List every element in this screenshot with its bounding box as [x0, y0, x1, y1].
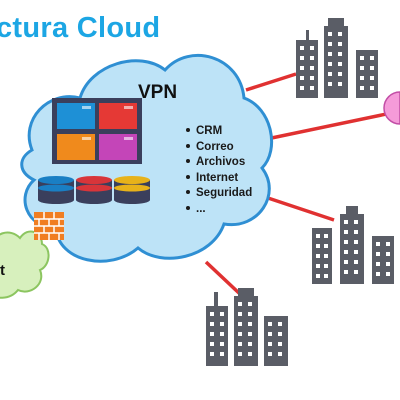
building-icon [264, 316, 288, 366]
buildings-top-right [296, 18, 378, 98]
service-item-label: Seguridad [196, 187, 253, 200]
service-item-label: Correo [196, 140, 234, 153]
bullet-icon [186, 143, 190, 148]
bullet-icon [186, 205, 190, 210]
building-icon [324, 18, 348, 98]
service-item: CRM [186, 124, 252, 140]
service-item: Seguridad [186, 186, 252, 202]
app-tiles [52, 98, 142, 164]
service-item: Correo [186, 140, 252, 156]
service-item: Archivos [186, 155, 252, 171]
green-cloud [0, 230, 50, 299]
bullet-icon [186, 127, 190, 132]
service-item: Internet [186, 171, 252, 187]
bullet-icon [186, 159, 190, 164]
green-cloud-label: t [0, 262, 5, 279]
services-list: CRM Correo Archivos Internet Seguridad .… [186, 124, 252, 218]
bullet-icon [186, 174, 190, 179]
building-icon [356, 50, 378, 98]
building-icon [312, 228, 332, 284]
building-icon [372, 236, 394, 284]
service-item-label: Internet [196, 171, 239, 184]
connector-lower-right [261, 194, 335, 222]
vpn-label: VPN [138, 82, 178, 103]
connector-right [261, 110, 397, 142]
database-column-red [76, 176, 112, 204]
database-column-yellow [114, 176, 150, 204]
database-column-blue [38, 176, 74, 204]
buildings-bottom [206, 288, 288, 366]
bullet-icon [186, 190, 190, 195]
pink-node [383, 91, 400, 125]
connector-top-right [245, 72, 297, 92]
building-icon [234, 288, 258, 366]
building-icon [296, 30, 318, 98]
connector-bottom [204, 260, 242, 296]
building-icon [340, 206, 364, 284]
database-stack [38, 176, 150, 204]
firewall-icon [34, 212, 64, 240]
service-item: ... [186, 202, 252, 218]
diagram-title: ctura Cloud [0, 12, 161, 44]
service-item-label: CRM [196, 125, 223, 137]
service-item-label: Archivos [196, 156, 246, 169]
buildings-lower-right [312, 206, 394, 284]
building-icon [206, 292, 228, 366]
service-item-label: ... [196, 202, 206, 215]
